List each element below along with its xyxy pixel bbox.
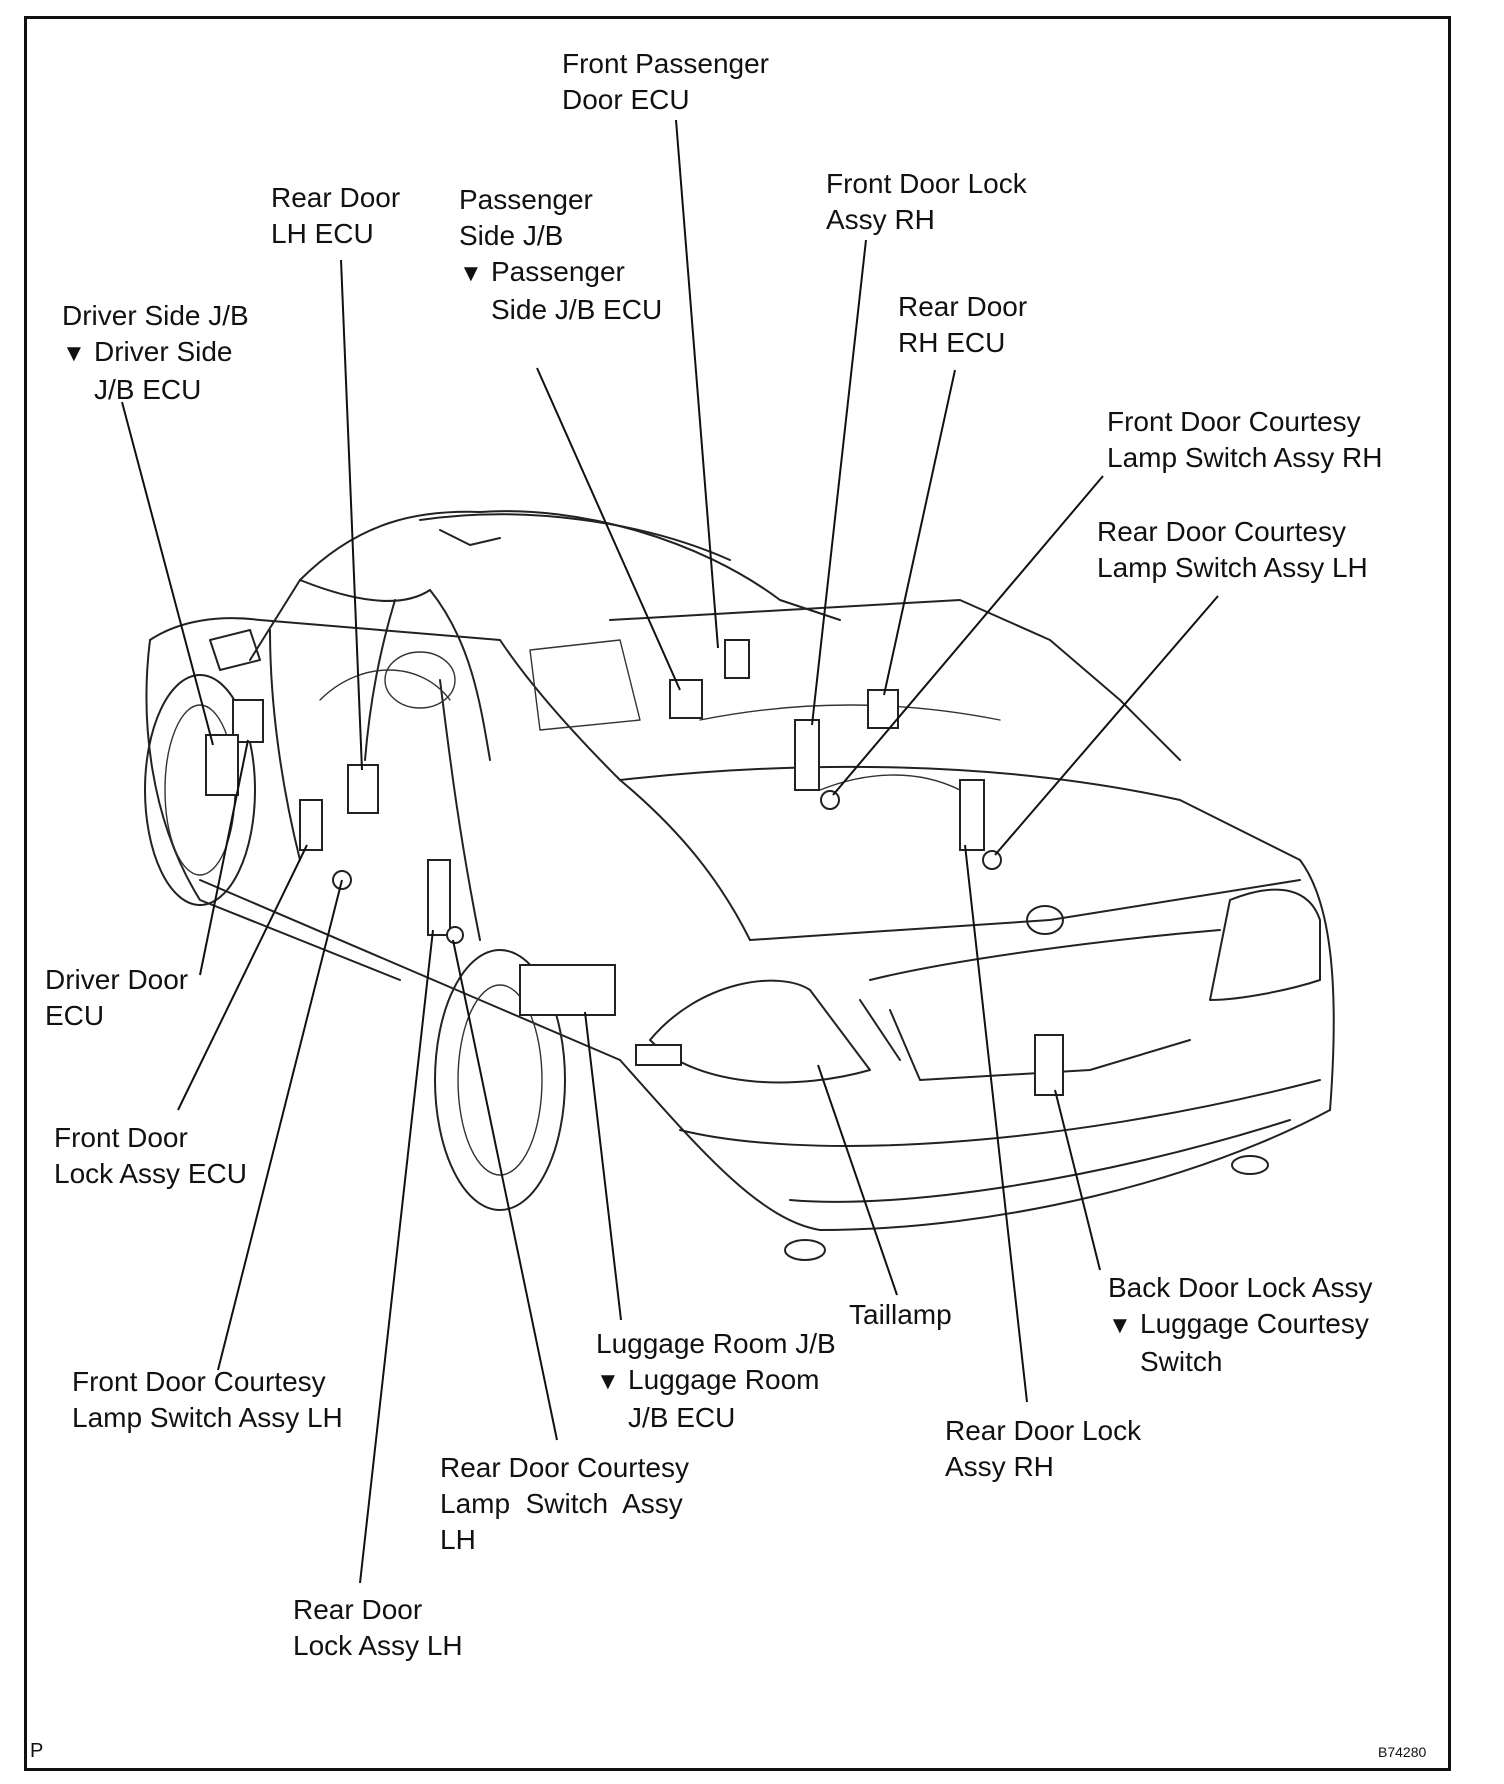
front-courtesy-rh-part (820, 790, 840, 810)
down-triangle-icon: ▼ (62, 340, 86, 367)
down-triangle-icon: ▼ (1108, 1312, 1132, 1339)
leader-front-courtesy-lh (217, 879, 343, 1371)
rear-courtesy-rh-part (982, 850, 1002, 870)
down-triangle-icon: ▼ (596, 1368, 620, 1395)
leader-lines (121, 119, 1219, 1584)
taillamp-part (635, 1044, 682, 1066)
leader-back-door-lock (1054, 1089, 1101, 1271)
leader-rear-door-rh-ecu (883, 369, 956, 696)
rear-door-lock-lh-part (427, 859, 451, 936)
corner-mark: P (30, 1740, 44, 1762)
label-rear-door-lock-rh: Rear Door Lock Assy RH (945, 1415, 1142, 1482)
driver-side-jb-part (205, 734, 239, 796)
label-rear-door-rh-ecu: Rear Door RH ECU (898, 291, 1028, 358)
label-rear-door-lock-lh: Rear Door Lock Assy LH (293, 1594, 463, 1661)
label-rear-courtesy-lh-top: Rear Door Courtesy Lamp Switch Assy LH (1097, 516, 1368, 583)
label-front-courtesy-lh: Front Door Courtesy Lamp Switch Assy LH (72, 1366, 343, 1433)
leader-front-courtesy-rh (832, 475, 1104, 796)
leader-front-passenger-door-ecu (675, 119, 719, 649)
leader-rear-courtesy-lh-top (994, 595, 1219, 856)
leader-passenger-side-jb (536, 367, 681, 691)
label-driver-door-ecu: Driver Door ECU (45, 964, 189, 1031)
front-door-lock-part (299, 799, 323, 851)
rear-courtesy-lh-part (446, 926, 464, 944)
passenger-side-jb-part (669, 679, 703, 719)
leader-front-door-lock-rh (811, 239, 867, 726)
back-door-lock-part (1034, 1034, 1064, 1096)
label-front-courtesy-rh: Front Door Courtesy Lamp Switch Assy RH (1107, 406, 1383, 473)
rear-door-lh-ecu-part (347, 764, 379, 814)
leader-driver-door-ecu (199, 739, 249, 976)
leader-front-door-lock-ecu (177, 844, 308, 1111)
label-front-passenger-door-ecu: Front Passenger Door ECU (562, 48, 769, 115)
label-taillamp: Taillamp (849, 1299, 952, 1330)
leader-rear-door-lock-rh (964, 844, 1028, 1403)
diagram-frame (24, 16, 1451, 1771)
label-driver-side-jb: Driver Side J/B ▼Driver Side J/B ECU (62, 300, 249, 405)
luggage-room-jb-part (519, 964, 616, 1016)
label-rear-courtesy-lh-bottom: Rear Door Courtesy Lamp Switch Assy LH (440, 1452, 689, 1555)
figure-code: B74280 (1378, 1744, 1427, 1760)
leader-taillamp (817, 1064, 898, 1296)
leader-driver-side-jb (121, 401, 214, 746)
components (205, 639, 1064, 1096)
label-luggage-room-jb: Luggage Room J/B ▼Luggage Room J/B ECU (596, 1328, 836, 1433)
down-triangle-icon: ▼ (459, 260, 483, 287)
leader-rear-door-lock-lh (359, 929, 434, 1584)
label-back-door-lock: Back Door Lock Assy ▼Luggage Courtesy Sw… (1108, 1272, 1373, 1377)
label-front-door-lock-ecu: Front Door Lock Assy ECU (54, 1122, 247, 1189)
label-front-door-lock-rh: Front Door Lock Assy RH (826, 168, 1027, 235)
car-body (144, 510, 1335, 1261)
leader-luggage-room-jb (584, 1011, 622, 1321)
leader-rear-door-lh-ecu (340, 259, 363, 771)
front-door-lock-rh-part (794, 719, 820, 791)
label-passenger-side-jb: Passenger Side J/B ▼Passenger Side J/B E… (459, 184, 663, 325)
rear-door-lock-rh-part (959, 779, 985, 851)
rear-door-rh-ecu-part (867, 689, 899, 729)
leader-rear-courtesy-lh-bottom (452, 939, 558, 1441)
front-passenger-door-ecu-part (724, 639, 750, 679)
label-rear-door-lh-ecu: Rear Door LH ECU (271, 182, 401, 249)
